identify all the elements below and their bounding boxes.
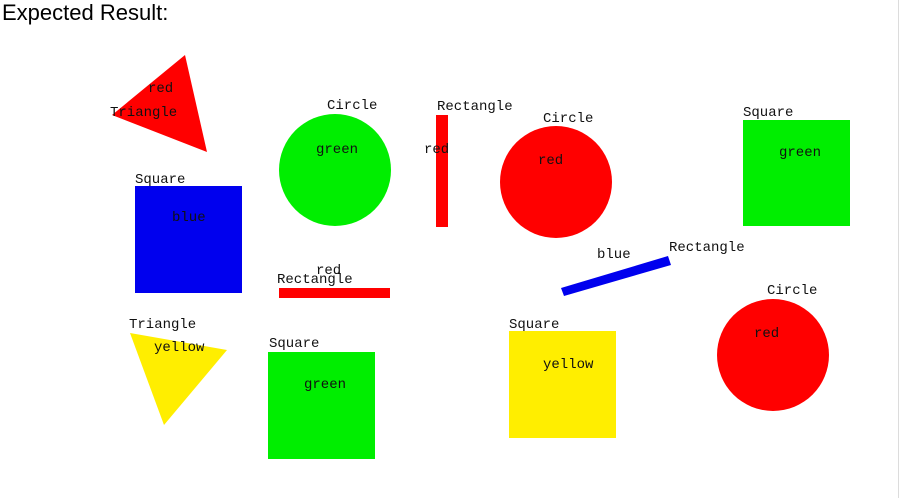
- square-yellow-shape-label: Square: [509, 317, 559, 333]
- square-green-1-shape-label: Square: [743, 105, 793, 121]
- triangle-red-shape-label: Triangle: [110, 105, 177, 121]
- circle-red-2: [717, 299, 829, 411]
- square-blue-shape-label: Square: [135, 172, 185, 188]
- triangle-red-color-label: red: [148, 81, 173, 97]
- square-green-1-color-label: green: [779, 145, 821, 161]
- rectangle-red-h-color-label: red: [316, 263, 341, 279]
- circle-red-1-color-label: red: [538, 153, 563, 169]
- circle-red-1-shape-label: Circle: [543, 111, 593, 127]
- square-yellow: [509, 331, 616, 438]
- circle-red-2-color-label: red: [754, 326, 779, 342]
- triangle-yellow: [130, 333, 227, 425]
- circle-green-shape-label: Circle: [327, 98, 377, 114]
- rectangle-red-h: [279, 288, 390, 298]
- rectangle-red-v-shape-label: Rectangle: [437, 99, 513, 115]
- triangle-yellow-shape-label: Triangle: [129, 317, 196, 333]
- square-yellow-color-label: yellow: [543, 357, 594, 373]
- rectangle-red-v: [436, 115, 448, 227]
- square-green-2-color-label: green: [304, 377, 346, 393]
- rectangle-blue: [561, 256, 671, 296]
- circle-green-color-label: green: [316, 142, 358, 158]
- square-green-1: [743, 120, 850, 226]
- circle-red-2-shape-label: Circle: [767, 283, 817, 299]
- circle-red-1: [500, 126, 612, 238]
- square-green-2-shape-label: Square: [269, 336, 319, 352]
- rectangle-blue-color-label: blue: [597, 247, 631, 263]
- rectangle-red-v-color-label: red: [424, 142, 449, 158]
- rectangle-blue-shape-label: Rectangle: [669, 240, 745, 256]
- square-green-2: [268, 352, 375, 459]
- rectangle-red-h-shape-label: Rectangle: [277, 272, 353, 288]
- frame-edge: [898, 0, 899, 498]
- square-blue-color-label: blue: [172, 210, 206, 226]
- square-blue: [135, 186, 242, 293]
- circle-green: [279, 114, 391, 226]
- expected-result-heading: Expected Result:: [2, 0, 169, 25]
- triangle-yellow-color-label: yellow: [154, 340, 205, 356]
- triangle-red: [112, 55, 207, 152]
